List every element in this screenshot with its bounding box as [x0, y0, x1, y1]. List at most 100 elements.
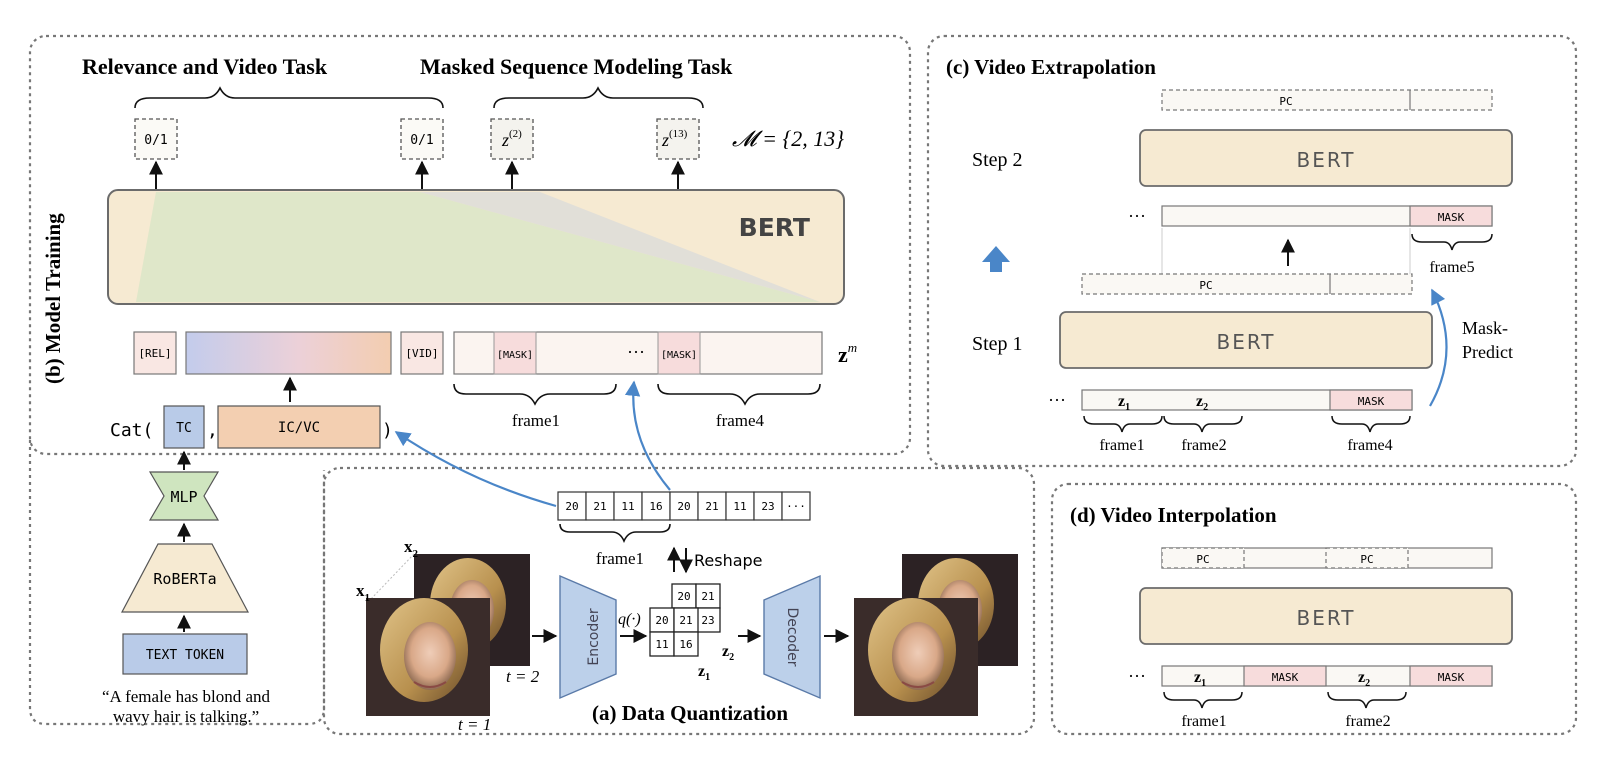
- grid-front-cell: [673, 607, 699, 633]
- relevance-brace: [134, 86, 444, 109]
- code-cell-text: 21: [593, 500, 606, 513]
- token-rel: [133, 331, 177, 375]
- reshape-label: Reshape: [694, 551, 763, 570]
- code-cell-text: ···: [786, 500, 806, 513]
- code-cell-text: 20: [565, 500, 578, 513]
- output-box-z2: [490, 118, 534, 160]
- grid-back-text: 20: [677, 590, 690, 603]
- token-ellipsis: ···: [627, 342, 645, 362]
- code-cell: [585, 491, 615, 521]
- z2-grid-label: z2: [722, 643, 734, 663]
- z1-grid-label: z1: [698, 663, 710, 683]
- roberta-block: [121, 543, 249, 613]
- step1-mask-text: MASK: [1358, 395, 1385, 408]
- extrap-frame1-label: frame1: [1099, 437, 1144, 454]
- token-rel-text: [REL]: [138, 347, 171, 360]
- text-token-text: TEXT TOKEN: [146, 648, 224, 663]
- mlp-text: MLP: [170, 488, 197, 506]
- code-cell: [697, 491, 727, 521]
- extrap-frame4-brace: [1331, 415, 1411, 433]
- code-cell: [669, 491, 699, 521]
- attention-shade-green: [136, 192, 820, 302]
- token-vid-text: [VID]: [405, 347, 438, 360]
- output-box-z13: [656, 118, 700, 160]
- attention-shade-grey: [420, 192, 820, 302]
- interp-pc-cell-2: [1325, 547, 1409, 569]
- caption-line2: wavy hair is talking.”: [113, 707, 259, 726]
- step2-pc-text: PC: [1279, 95, 1292, 108]
- token-mask-2-text: [MASK]: [661, 350, 697, 361]
- caption-line1: “A female has blond and: [102, 687, 271, 706]
- interp-pc-text-2: PC: [1360, 553, 1373, 566]
- output-z13-text: z(13): [661, 128, 688, 150]
- step2-mask-text: MASK: [1438, 211, 1465, 224]
- t2-label: t = 2: [506, 667, 540, 686]
- x2-label: x2: [404, 537, 419, 560]
- code-cell: [753, 491, 783, 521]
- input-frame-t1: [366, 598, 490, 716]
- extrap-frame4-label: frame4: [1347, 437, 1392, 454]
- frame1-brace-b: [453, 383, 617, 406]
- bert-step1: [1059, 311, 1433, 369]
- code-cell-text: 16: [649, 500, 662, 513]
- code-cell-text: 21: [705, 500, 718, 513]
- step2-output-row: [1161, 89, 1493, 111]
- grid-front-text: 20: [655, 614, 668, 627]
- frame5-brace: [1411, 233, 1493, 251]
- step1-input-ellipsis: ···: [1048, 390, 1066, 410]
- t1-label: t = 1: [458, 715, 491, 734]
- tc-text: TC: [176, 421, 192, 436]
- output-z2-text: z(2): [501, 128, 522, 150]
- interp-frame1-brace: [1163, 691, 1243, 709]
- code-cell: [781, 491, 811, 521]
- bert-interp: [1139, 587, 1513, 645]
- mask-predict-label-2: Predict: [1462, 342, 1513, 362]
- grid-front-text: 11: [655, 638, 668, 651]
- decoder-text: Decoder: [784, 608, 800, 667]
- panel-c-title: (c) Video Extrapolation: [946, 55, 1156, 79]
- output-box-rel: [134, 118, 178, 160]
- interp-pc-text-1: PC: [1196, 553, 1209, 566]
- step2-mask-cell: [1409, 205, 1493, 227]
- output-box-vid: [400, 118, 444, 160]
- arrow-codes-to-sequence: [624, 380, 671, 491]
- output-rel-text: 0/1: [144, 133, 167, 148]
- step1-mask-cell: [1329, 389, 1413, 411]
- token-text-embedding: [185, 331, 392, 375]
- text-token-box: [122, 633, 248, 675]
- extrap-frame1-brace: [1083, 415, 1163, 433]
- x1-label: x1: [356, 581, 370, 604]
- frame4-label-b: frame4: [716, 411, 765, 430]
- step1-output-row: [1081, 273, 1413, 295]
- interp-mask-text-2: MASK: [1438, 671, 1465, 684]
- mlp-block: [148, 471, 220, 521]
- frame1-brace-a: [559, 523, 671, 543]
- grid-front-cell: [649, 607, 675, 633]
- frame5-label: frame5: [1429, 259, 1474, 276]
- code-cell: [557, 491, 587, 521]
- code-cell-text: 11: [733, 500, 746, 513]
- interp-mask-cell-1: [1243, 665, 1327, 687]
- interp-mask-cell-2: [1409, 665, 1493, 687]
- panel-c-border: [926, 34, 1578, 468]
- masked-brace: [493, 86, 704, 109]
- interp-frame1-label: frame1: [1181, 713, 1226, 730]
- code-cell-text: 20: [677, 500, 690, 513]
- step2-input-ellipsis: ···: [1128, 206, 1146, 226]
- step-up-arrow: [982, 246, 1010, 272]
- token-mask-1-text: [MASK]: [497, 350, 533, 361]
- icvc-text: IC/VC: [278, 420, 320, 436]
- interp-pc-cell-1: [1161, 547, 1245, 569]
- mask-predict-label-1: Mask-: [1462, 318, 1508, 338]
- code-cell: [641, 491, 671, 521]
- roberta-text: RoBERTa: [153, 570, 216, 588]
- grid-back-text: 21: [701, 590, 714, 603]
- grid-front-cell: [673, 631, 699, 657]
- bert-step2-text: BERT: [1296, 148, 1355, 172]
- panel-d-title: (d) Video Interpolation: [1070, 503, 1277, 527]
- frame4-brace-b: [657, 383, 821, 406]
- cat-comma: ,: [207, 420, 218, 441]
- interp-z2-label: z2: [1358, 669, 1370, 689]
- tc-box: [163, 405, 205, 449]
- bert-main-label: BERT: [739, 213, 810, 242]
